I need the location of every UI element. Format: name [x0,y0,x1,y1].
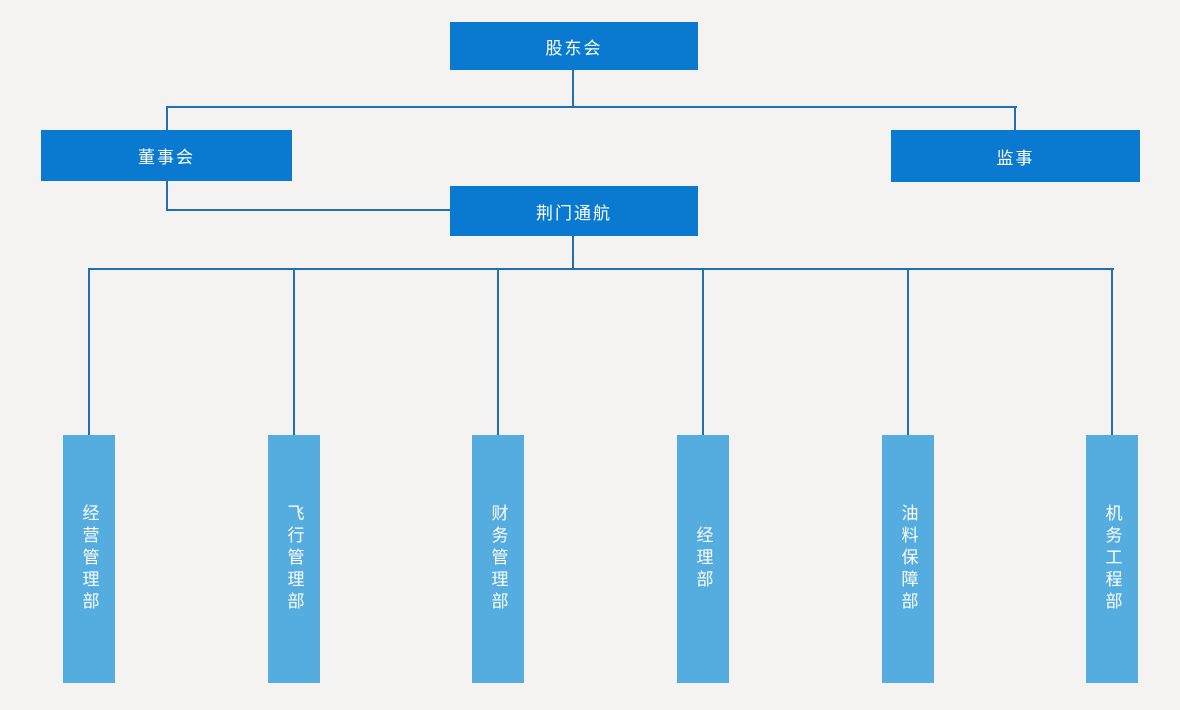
node-shareholders-label: 股东会 [545,38,603,58]
node-company-label: 荆门通航 [536,203,612,223]
node-board-label: 董事会 [138,148,195,167]
dept-flight-management-label: 飞行管理部 [284,504,304,614]
connector-dept1-drop [88,268,90,435]
connector-shareholders-down [572,70,574,108]
node-dept-operations-management: 经营管理部 [63,435,115,683]
connector-level2-horizontal [166,106,1017,108]
node-dept-finance-management: 财务管理部 [472,435,524,683]
dept-fuel-support-label: 油料保障部 [898,504,918,614]
node-board: 董事会 [41,130,292,181]
connector-dept5-drop [907,268,909,435]
node-dept-flight-management: 飞行管理部 [268,435,320,683]
connector-board-to-company [166,209,451,211]
node-shareholders: 股东会 [450,22,698,70]
node-supervisor: 监事 [891,130,1140,182]
connector-dept6-drop [1111,268,1113,435]
dept-manager-label: 经理部 [693,526,713,592]
node-company: 荆门通航 [450,186,698,236]
node-dept-manager: 经理部 [677,435,729,683]
dept-operations-management-label: 经营管理部 [79,504,99,614]
connector-dept3-drop [497,268,499,435]
node-supervisor-label: 监事 [996,148,1035,168]
node-dept-fuel-support: 油料保障部 [882,435,934,683]
connector-dept4-drop [702,268,704,435]
connector-board-down [166,181,168,211]
connector-supervisor-drop [1014,106,1016,131]
dept-finance-management-label: 财务管理部 [488,504,508,614]
connector-board-drop [166,106,168,131]
connector-departments-horizontal [88,268,1114,270]
node-dept-maintenance-engineering: 机务工程部 [1086,435,1138,683]
connector-dept2-drop [293,268,295,435]
connector-company-down [572,236,574,270]
dept-maintenance-engineering-label: 机务工程部 [1102,504,1122,614]
